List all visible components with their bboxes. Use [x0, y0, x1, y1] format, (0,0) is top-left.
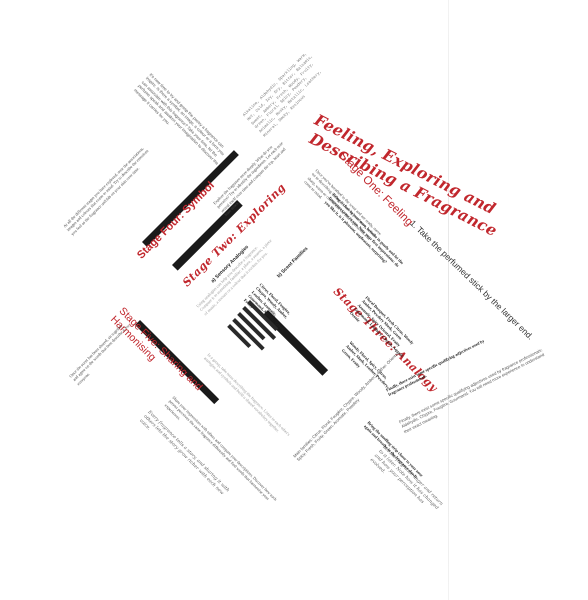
- stage-four-heading: Stage Four: Symbol: [135, 179, 217, 262]
- paragraph-left-notes: At all the different stages you have exp…: [62, 145, 150, 237]
- paragraph-final-step: Finally, there exist some specific quali…: [398, 347, 546, 435]
- step-one-instruction: 1. Take the perfumed stick by the larger…: [408, 218, 536, 342]
- paragraph-scent-families: Citrus, Floral, Fougère, Chypre, Woody, …: [243, 282, 292, 333]
- page-fold-line: [448, 0, 449, 600]
- scent-families-heading: b) Scent Families: [276, 245, 310, 280]
- stage-five-line-1: Stage Five: Sharing and: [116, 305, 205, 394]
- paragraph-stage-five-left: Once the scent has been shared, sit toge…: [68, 323, 131, 387]
